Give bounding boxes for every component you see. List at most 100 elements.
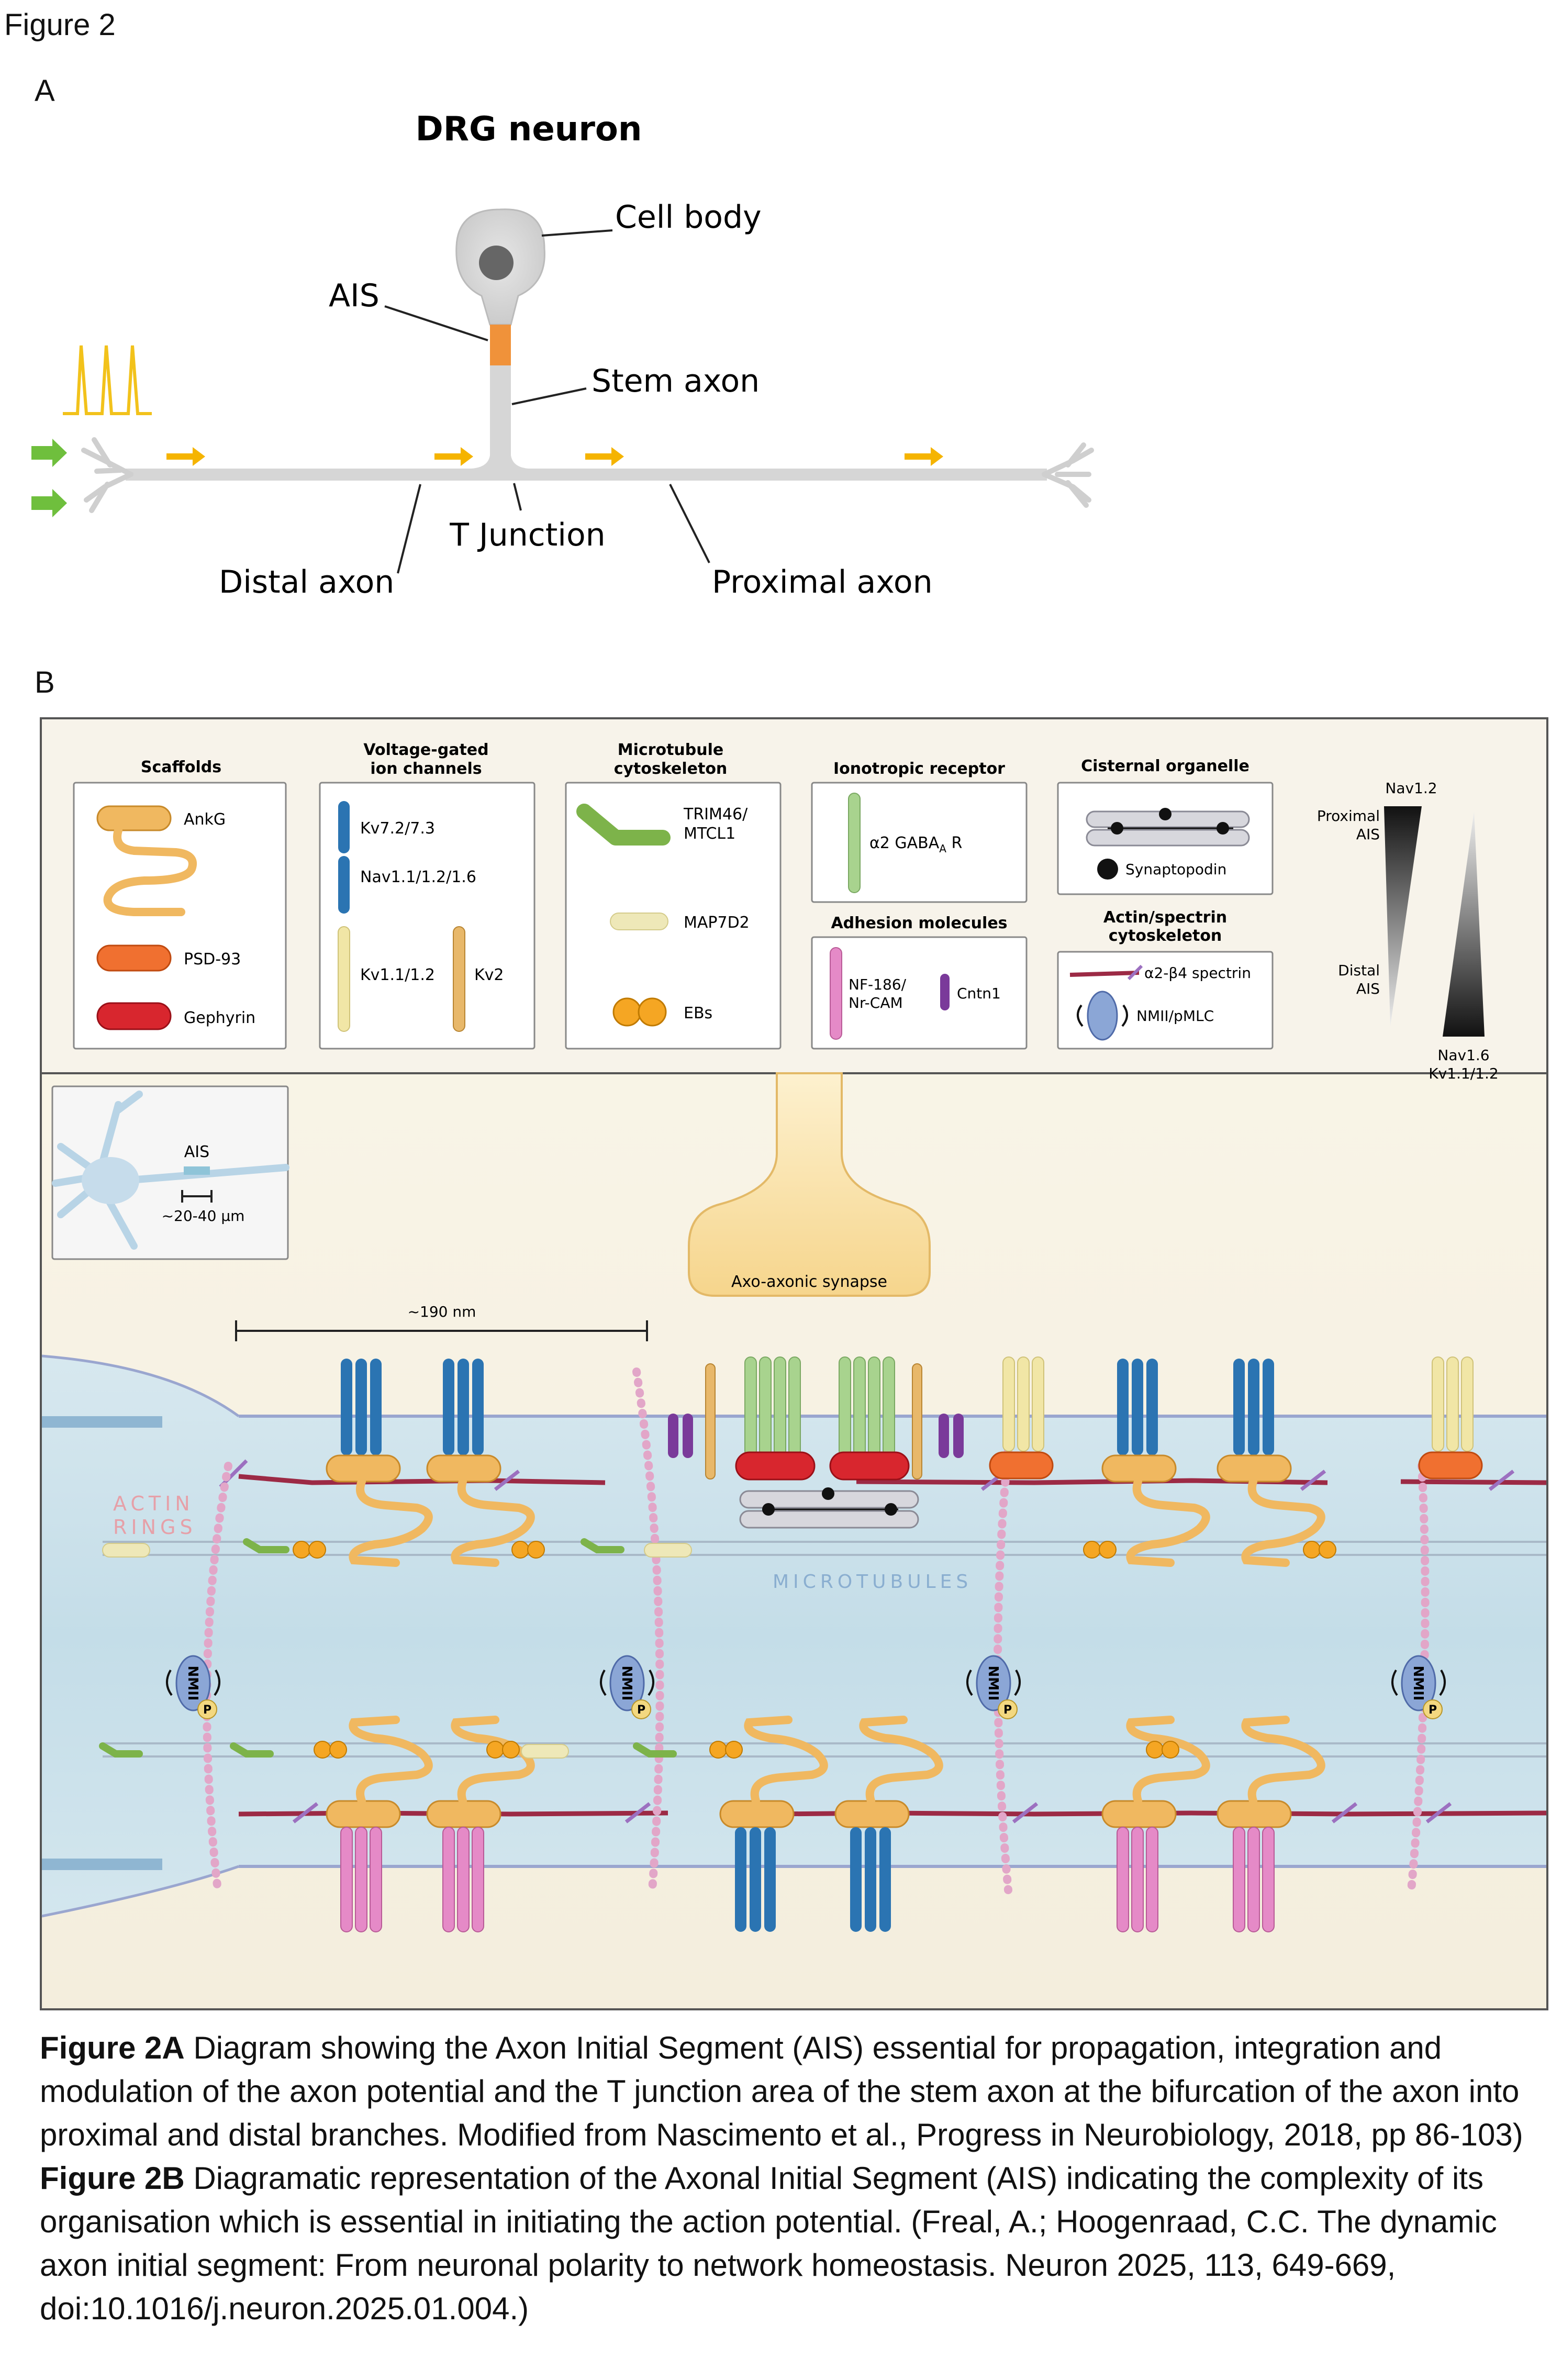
spectrin-icon [1069, 964, 1143, 981]
cisternal-organelle [739, 1487, 919, 1529]
nmii-legend-icon [1077, 991, 1128, 1041]
cisternal-organelle-icon [1086, 808, 1250, 847]
nmii-label-1: NMII [185, 1666, 200, 1701]
nmii-motors [166, 1655, 1446, 1719]
legend-trim-2: MTCL1 [684, 825, 735, 843]
legend-actin-title-1: Actin/spectrin [1103, 908, 1227, 927]
legend-trim-1: TRIM46/ [683, 805, 748, 824]
legend-nav12: Nav1.2 [1385, 780, 1437, 797]
top-channels [341, 1356, 1483, 1481]
synapse-label: Axo-axonic synapse [731, 1273, 887, 1291]
drg-neuron-diagram: DRG neuron [31, 110, 1094, 600]
legend-spectrin: α2-β4 spectrin [1144, 964, 1251, 982]
action-potential-icon [63, 345, 152, 415]
caption-2a-label: Figure 2A [40, 2030, 185, 2065]
panel-b-letter: B [35, 665, 55, 699]
legend-kv72: Kv7.2/7.3 [360, 819, 435, 838]
label-ais: AIS [329, 277, 380, 314]
trim46-proteins [99, 1538, 677, 1758]
legend-synaptopodin: Synaptopodin [1125, 861, 1226, 878]
label-stem-axon: Stem axon [592, 363, 760, 399]
input-arrow-icon [31, 439, 67, 517]
kv72-icon [338, 801, 350, 853]
legend-cisternal-title: Cisternal organelle [1081, 757, 1249, 775]
nmii-label-2: NMII [619, 1666, 634, 1701]
figure-caption: Figure 2A Diagram showing the Axon Initi… [40, 2026, 1537, 2330]
nmii-label-4: NMII [1410, 1666, 1426, 1701]
legend-map7d2: MAP7D2 [684, 914, 750, 932]
legend-actin-title-2: cytoskeleton [1109, 927, 1222, 945]
microtubules-label: MICROTUBULES [773, 1571, 972, 1593]
legend-mt-title-2: cytoskeleton [614, 760, 728, 778]
ankg-icon [96, 805, 197, 916]
eb-proteins [293, 1541, 1336, 1759]
legend-cntn1: Cntn1 [957, 985, 1001, 1002]
gephyrin-icon [96, 1002, 172, 1030]
p-label-4: P [1429, 1704, 1437, 1717]
legend-distal-2: AIS [1356, 980, 1380, 997]
inset-ais-label: AIS [184, 1143, 209, 1161]
nf186-icon [830, 947, 842, 1040]
nav-icon [338, 856, 350, 914]
label-proximal-axon: Proximal axon [712, 564, 933, 600]
bottom-channels [340, 1827, 1275, 1932]
legend-mt-box [565, 782, 782, 1050]
legend-gaba: α2 GABAA R [869, 834, 962, 855]
ais-organisation-diagram: Scaffolds AnkG PSD-93 Gephyrin Voltage-g… [40, 717, 1548, 2010]
legend-nf-2: Nr-CAM [849, 994, 903, 1011]
legend-iono-title: Ionotropic receptor [833, 760, 1005, 778]
synaptopodin-icon [1097, 859, 1118, 880]
inset-scale-bar [181, 1190, 213, 1203]
axon-shape [81, 325, 1094, 513]
figure-title: Figure 2 [4, 8, 116, 42]
label-t-junction: T Junction [449, 517, 605, 553]
legend-nav: Nav1.1/1.2/1.6 [360, 868, 476, 886]
legend-proximal-1: Proximal [1317, 807, 1380, 825]
trim46-icon [576, 804, 671, 846]
panel-a-title: DRG neuron [416, 110, 642, 149]
legend-adhesion-title: Adhesion molecules [831, 914, 1007, 932]
cntn1-icon [940, 974, 950, 1010]
map7d2-icon [610, 913, 668, 930]
caption-2a-text: Diagram showing the Axon Initial Segment… [40, 2030, 1523, 2152]
caption-2b: Figure 2B Diagramatic representation of … [40, 2156, 1537, 2330]
legend-ebs: EBs [684, 1004, 712, 1022]
actin-rings-label-2: RINGS [113, 1516, 197, 1539]
legend-adhesion-box [811, 936, 1028, 1050]
label-distal-axon: Distal axon [219, 564, 394, 600]
actin-rings-label-1: ACTIN [113, 1492, 194, 1515]
legend-vgic-title-2: ion channels [370, 760, 482, 778]
axo-axonic-synapse [688, 1072, 931, 1297]
inset-scale-label: ~20-40 μm [162, 1207, 245, 1225]
legend-mt-title-1: Microtubule [618, 741, 724, 759]
legend-ankg: AnkG [184, 810, 226, 829]
p-label-2: P [637, 1704, 645, 1717]
caption-2b-text: Diagramatic representation of the Axonal… [40, 2161, 1497, 2326]
legend-psd93: PSD-93 [184, 950, 241, 969]
map7d2-proteins [102, 1543, 692, 1759]
kv2-icon [453, 926, 465, 1032]
nmii-label-3: NMII [985, 1666, 1001, 1701]
legend-iono-box [811, 782, 1028, 903]
panel-a-letter: A [35, 74, 55, 108]
nav12-gradient [1384, 806, 1422, 1026]
legend-distal-1: Distal [1338, 962, 1380, 979]
legend-nmii: NMII/pMLC [1136, 1007, 1214, 1025]
inset-soma [82, 1157, 139, 1204]
legend-nav16: Nav1.6 [1437, 1047, 1489, 1064]
inset-ais [184, 1166, 210, 1175]
legend-kv2: Kv2 [474, 966, 504, 984]
legend-kv11: Kv1.1/1.2 [360, 966, 435, 984]
scale-bar-label: ~190 nm [408, 1303, 476, 1320]
legend-kv11-grad: Kv1.1/1.2 [1429, 1065, 1498, 1082]
ais-segment [490, 325, 511, 365]
label-cell-body: Cell body [615, 199, 762, 236]
legend-proximal-2: AIS [1356, 826, 1380, 843]
nucleus [479, 246, 514, 280]
legend-nf-1: NF-186/ [849, 976, 907, 993]
ankg-scaffolds [326, 1454, 1292, 1828]
caption-2a: Figure 2A Diagram showing the Axon Initi… [40, 2026, 1537, 2156]
legend-vgic-box [319, 782, 535, 1050]
scale-bar-190nm [235, 1320, 648, 1341]
ebs-icon [612, 997, 667, 1027]
